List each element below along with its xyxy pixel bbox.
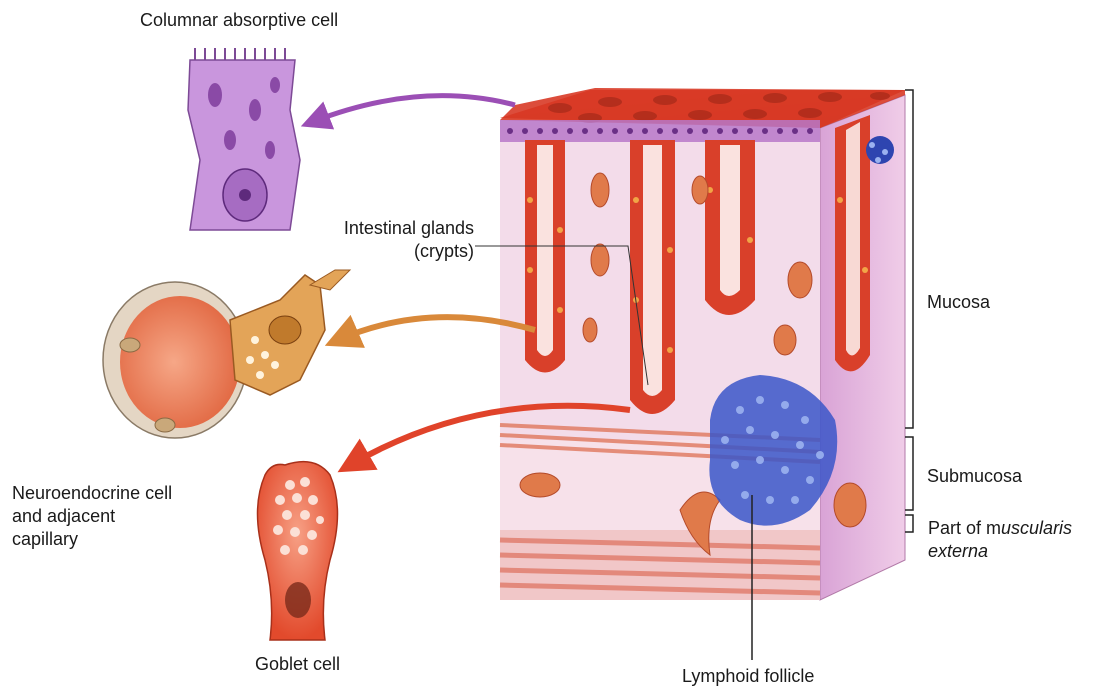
intestinal-glands-label: Intestinal glands (crypts) xyxy=(317,217,474,263)
intestinal-glands-line1: Intestinal glands xyxy=(317,217,474,240)
mucosa-bracket xyxy=(905,90,913,428)
lymphoid-follicle-label: Lymphoid follicle xyxy=(682,665,814,688)
neuroendocrine-line3: capillary xyxy=(12,528,172,551)
neuroendocrine-label: Neuroendocrine cell and adjacent capilla… xyxy=(12,482,172,551)
neuroendocrine-cell-illustration xyxy=(103,270,350,438)
tissue-block xyxy=(500,88,905,600)
muscularis-line1: Part of muscularis xyxy=(928,517,1072,540)
muscularis-line2: externa xyxy=(928,540,1072,563)
mucosa-label: Mucosa xyxy=(927,291,990,314)
intestinal-glands-line2: (crypts) xyxy=(317,240,474,263)
neuroendocrine-line1: Neuroendocrine cell xyxy=(12,482,172,505)
columnar-absorptive-cell-illustration xyxy=(188,48,300,230)
submucosa-label: Submucosa xyxy=(927,465,1022,488)
epithelium-nuclei xyxy=(507,128,813,134)
columnar-cell-arrow xyxy=(312,96,515,122)
neuroendocrine-line2: and adjacent xyxy=(12,505,172,528)
small-lymphoid-cluster xyxy=(866,136,894,164)
goblet-cell-illustration xyxy=(258,452,338,640)
muscularis-bracket xyxy=(905,515,913,532)
submucosa-bracket xyxy=(905,437,913,510)
columnar-cell-label: Columnar absorptive cell xyxy=(140,9,338,32)
goblet-cell-label: Goblet cell xyxy=(255,653,340,676)
muscularis-label: Part of muscularis externa xyxy=(928,517,1072,563)
